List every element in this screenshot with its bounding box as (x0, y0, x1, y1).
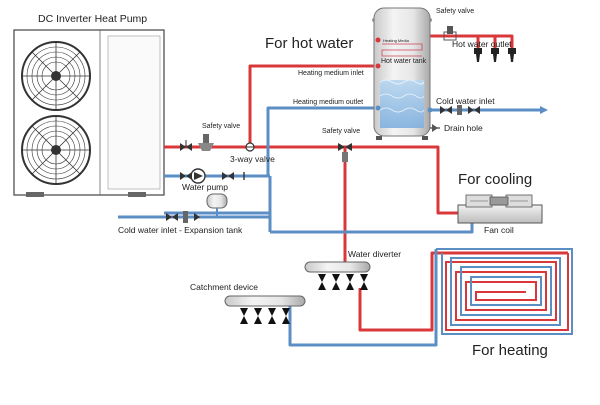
safety-valve-icon (198, 134, 214, 151)
for-heating-title: For heating (472, 342, 548, 359)
hot-water-tank-label: Hot water tank (381, 58, 427, 65)
safety-valve-icon (338, 143, 352, 162)
cold-inlet-valve-icon (166, 211, 200, 223)
safety-valve-top-label: Safety valve (436, 8, 475, 15)
heating-medium-outlet-label: Heating medium outlet (293, 99, 364, 106)
drain-valve-icon (430, 124, 440, 132)
safety-valve-left-label: Safety valve (202, 123, 241, 130)
tank-inlet-valve-icon (440, 105, 480, 115)
three-way-valve-label: 3-way valve (230, 154, 275, 164)
fan-coil-label: Fan coil (484, 225, 514, 235)
heating-medium-inlet-label: Heating medium inlet (298, 70, 364, 77)
hot-water-tank (372, 7, 433, 140)
fan-icon (21, 115, 91, 185)
for-hot-water-title: For hot water (265, 35, 354, 52)
three-way-valve-icon (245, 142, 255, 152)
catchment-device-label: Catchment device (190, 282, 259, 292)
heat-pump-title: DC Inverter Heat Pump (38, 13, 148, 25)
catchment-device (224, 295, 306, 324)
gate-valve-icon (180, 140, 192, 151)
expansion-tank-icon (206, 193, 228, 217)
heating-media-label: Heating Media (383, 38, 409, 43)
drain-hole-label: Drain hole (444, 123, 483, 133)
water-diverter (304, 261, 371, 290)
cold-water-inlet-expansion-label: Cold water inlet - Expansion tank (118, 225, 243, 235)
water-diverter-label: Water diverter (348, 249, 402, 259)
cold-water-inlet-arrow (540, 106, 548, 114)
floor-heating-coil (436, 248, 573, 335)
hot-water-outlet-label: Hot water outlet (452, 39, 512, 49)
heat-pump-unit (13, 29, 165, 197)
cold-water-inlet-tank-label: Cold water inlet (436, 96, 495, 106)
fan-coil-unit (457, 194, 543, 224)
fan-icon (21, 41, 91, 111)
safety-valve-icon (432, 26, 458, 41)
hot-pipes (164, 34, 568, 332)
hot-water-outlet-taps (474, 48, 516, 62)
for-cooling-title: For cooling (458, 171, 533, 188)
water-pump-icon (180, 168, 245, 184)
safety-valve-mid-label: Safety valve (322, 128, 361, 135)
water-pump-label: Water pump (182, 182, 228, 192)
